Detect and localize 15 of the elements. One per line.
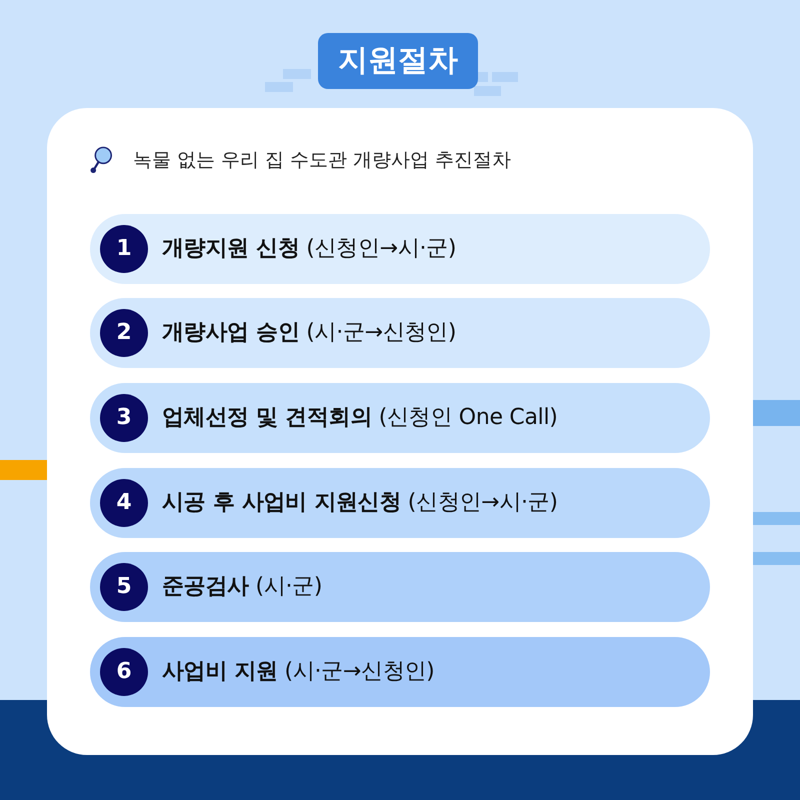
step-label: 개량지원 신청 (신청인→시·군) bbox=[162, 235, 456, 263]
step-label: 업체선정 및 견적회의 (신청인 One Call) bbox=[162, 404, 558, 432]
number-badge: 4 bbox=[100, 479, 148, 527]
number-badge: 5 bbox=[100, 563, 148, 611]
step-label: 사업비 지원 (시·군→신청인) bbox=[162, 658, 434, 686]
step-label: 준공검사 (시·군) bbox=[162, 573, 322, 601]
step-label: 시공 후 사업비 지원신청 (신청인→시·군) bbox=[162, 489, 558, 517]
number-badge: 1 bbox=[100, 225, 148, 273]
number-badge: 6 bbox=[100, 648, 148, 696]
number-badge: 2 bbox=[100, 309, 148, 357]
card-panel bbox=[47, 108, 753, 755]
step-label: 개량사업 승인 (시·군→신청인) bbox=[162, 319, 456, 347]
card-heading: 녹물 없는 우리 집 수도관 개량사업 추진절차 bbox=[133, 148, 512, 173]
number-badge: 3 bbox=[100, 394, 148, 442]
title-badge: 지원절차 bbox=[318, 33, 478, 89]
